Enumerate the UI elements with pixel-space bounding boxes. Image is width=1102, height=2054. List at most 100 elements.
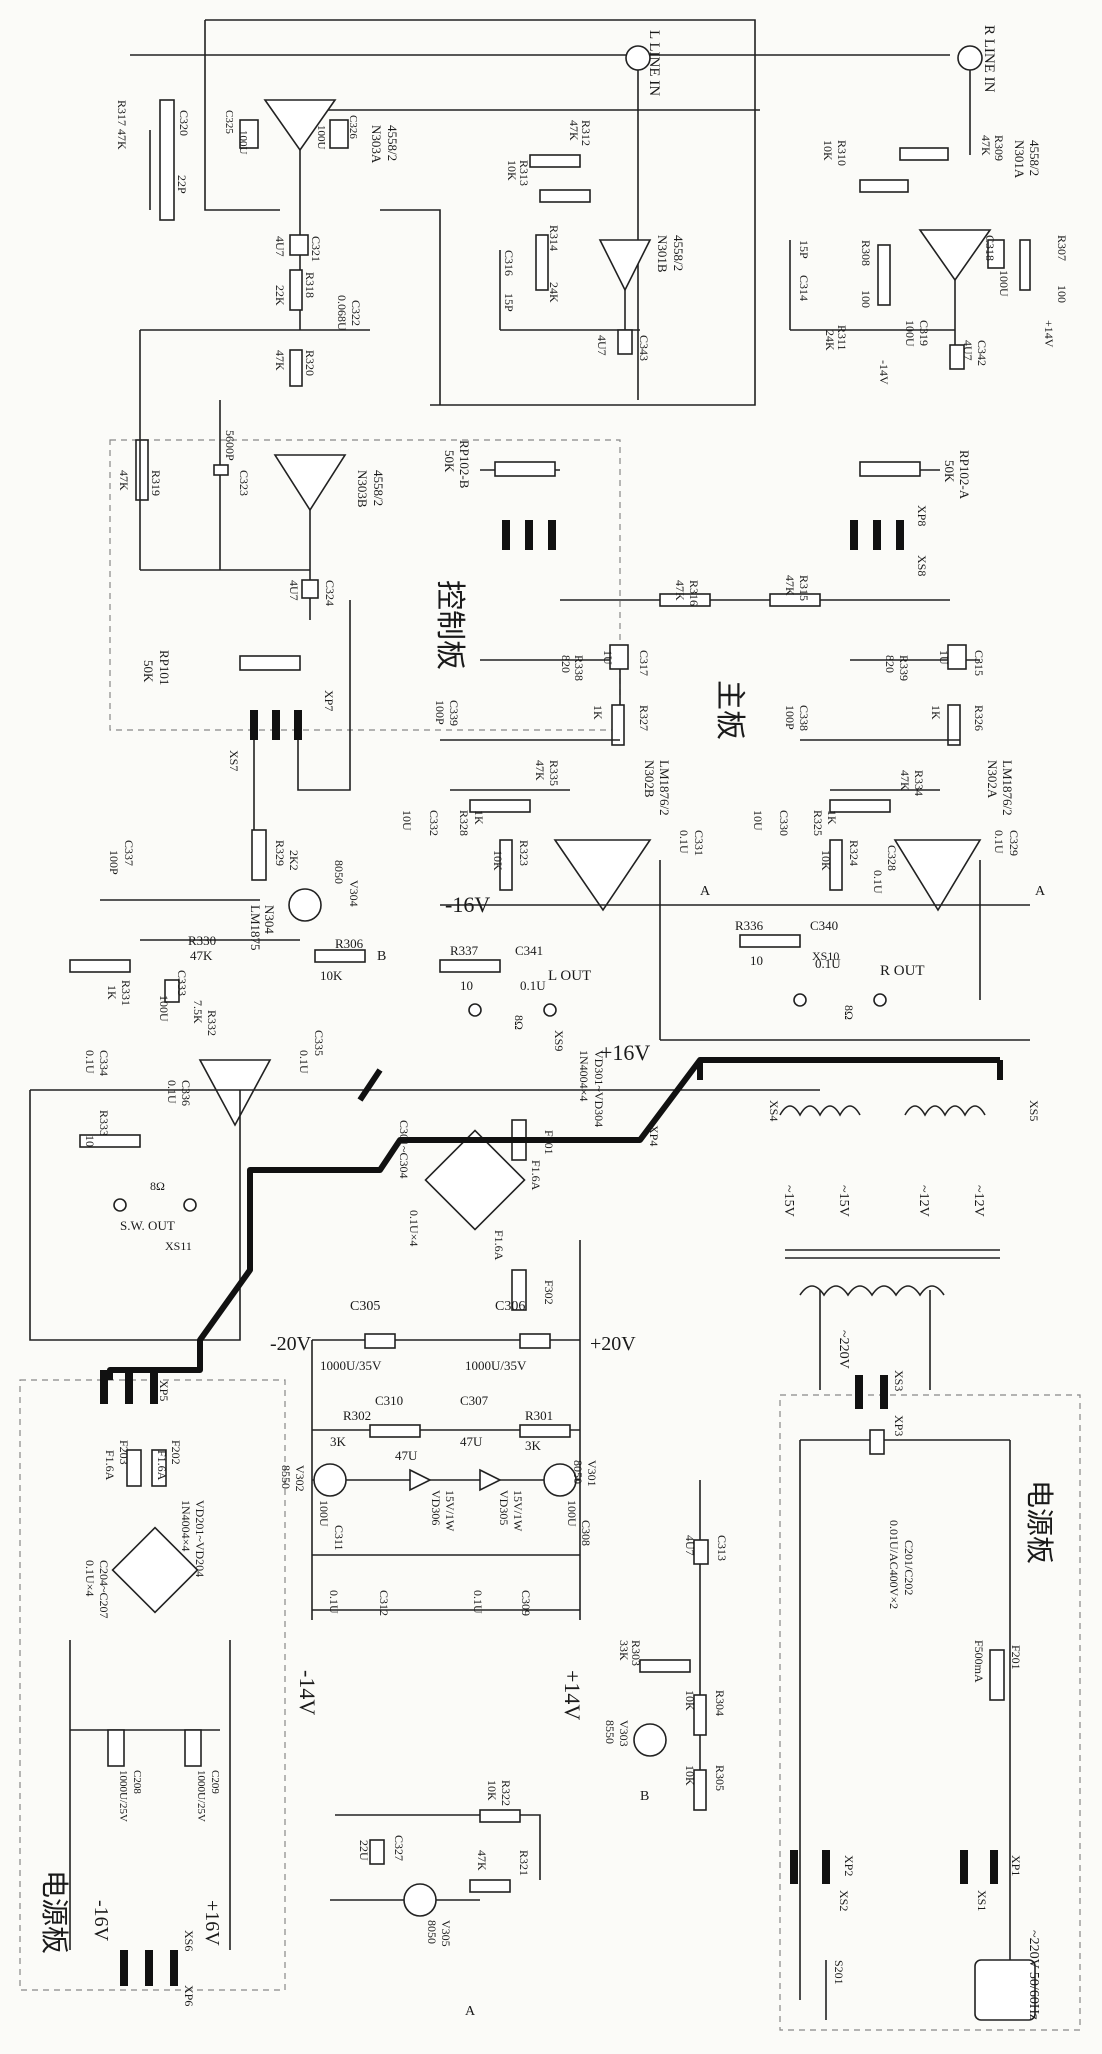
label-c321v: 4U7 [273,236,287,257]
label-r331: R331 [119,980,133,1006]
label-c328v: 0.1U [871,870,885,894]
resistor-r312 [529,154,581,168]
label-c204: C204~C207 [97,1560,111,1619]
label-f203v: F1.6A [103,1450,117,1481]
label-r321v: 47K [475,1850,489,1871]
connector-xp8-xs8 [502,520,904,550]
wire [204,20,280,211]
fuse-f302 [511,1269,527,1311]
control-board-outline [109,439,621,731]
label-r314: R314 [547,225,561,251]
label-c315: C315 [972,650,986,676]
label-r334v: 47K [898,770,912,791]
resistor-r302 [369,1424,421,1438]
label-c312: C312 [377,1590,391,1616]
label-c305: C305 [350,1299,380,1314]
label-node-b-upper: B [377,949,386,964]
resistor-r315 [769,593,821,607]
wire [29,1090,241,1341]
label-mains: ~220V 50/60Hz [1026,1930,1041,2020]
label-xp7: XP7 [322,690,336,711]
label-rp102bv: 50K [442,450,457,473]
label-r313v: 10K [505,160,519,181]
label-c341: C341 [515,943,543,958]
label-r329: R329 [273,840,287,866]
label-r310: R310 [835,140,849,166]
label-f202: F202 [169,1440,183,1465]
label-c330v: 10U [751,810,765,831]
label-c334: C334 [97,1050,111,1076]
label-c208: C208 [131,1770,143,1794]
label-rail-m14: -14V [295,1670,320,1715]
label-vd201: VD201~VD204 [193,1500,207,1577]
fuse-f203 [126,1449,142,1487]
label-vd305v: 15V/1W [511,1490,525,1532]
label-f202v: F1.6A [155,1450,169,1481]
resistor-r306 [314,949,366,963]
label-r322v: 10K [485,1780,499,1801]
label-r327v: 1K [591,705,605,720]
subwoofer-section [29,829,820,1341]
capacitor-c327 [369,1839,385,1865]
label-r338: R338 [572,655,586,681]
label-c336: C336 [179,1080,193,1106]
label-r332: R332 [205,1010,219,1036]
transformer-section [779,1105,1036,2021]
label-c201: C201/C202 [902,1540,916,1595]
label-f301: F301 [542,1130,556,1155]
label-ohm8-sw: 8Ω [150,1179,165,1193]
label-c308: C308 [579,1520,593,1546]
label-c333v: 100U [157,995,171,1022]
label-xs7: XS7 [227,750,241,771]
label-r318: R318 [303,272,317,298]
label-c343: C343 [637,335,651,361]
resistor-r313 [539,189,591,203]
label-r312v: 47K [567,120,581,141]
resistor-r324 [829,839,843,891]
bridge-vd301-vd304 [424,1129,526,1231]
label-n304-t: LM1875 [248,905,263,951]
label-vd201v: 1N4004×4 [179,1500,193,1551]
label-rp102av: 50K [942,460,957,483]
label-r330: R330 [188,933,216,948]
label-n302b-t: LM1876/2 [657,760,672,816]
label-c337: C337 [122,840,136,866]
label-c320v: 22P [175,175,189,194]
capacitor-c317 [609,644,629,670]
label-xs3: XS3 [892,1370,906,1391]
label-r319v: 47K [117,470,131,491]
resistor-r308 [877,244,891,306]
speaker-terminal-l-pos [543,1003,557,1017]
main-amp-section [439,644,1030,1041]
label-r309v: 47K [979,135,993,156]
label-c327: C327 [392,1835,406,1861]
label-c307: C307 [460,1393,489,1408]
label-c209: C209 [209,1770,221,1794]
opamp-n303a [263,99,337,152]
capacitor-c315 [947,644,967,670]
label-n303b: N303B [355,470,370,508]
label-c306: C306 [495,1299,525,1314]
wire [253,600,351,830]
label-c319v: 100U [903,320,917,347]
label-r307v: 100 [1055,285,1069,303]
label-rail-p16: +16V [600,1040,650,1065]
potentiometer-rp102b [494,461,556,477]
label-rail-m16: -16V [445,892,490,917]
label-c311: C311 [332,1525,346,1551]
label-c328: C328 [885,845,899,871]
resistor-r336 [739,934,801,948]
label-r304: R304 [713,1690,727,1716]
capacitor-c323 [213,464,229,476]
label-v305v: 8050 [425,1920,439,1944]
label-c313: C313 [715,1535,729,1561]
label-r324v: 10K [819,850,833,871]
label-r304v: 10K [683,1690,697,1711]
label-r335v: 47K [533,760,547,781]
label-xp6: XP6 [182,1985,196,2006]
connector-xp7-xs7 [250,710,302,740]
label-r321: R321 [517,1850,531,1876]
label-c338v: 100P [783,705,797,730]
label-c326: C326 [347,115,359,139]
resistor-r337 [439,959,501,973]
